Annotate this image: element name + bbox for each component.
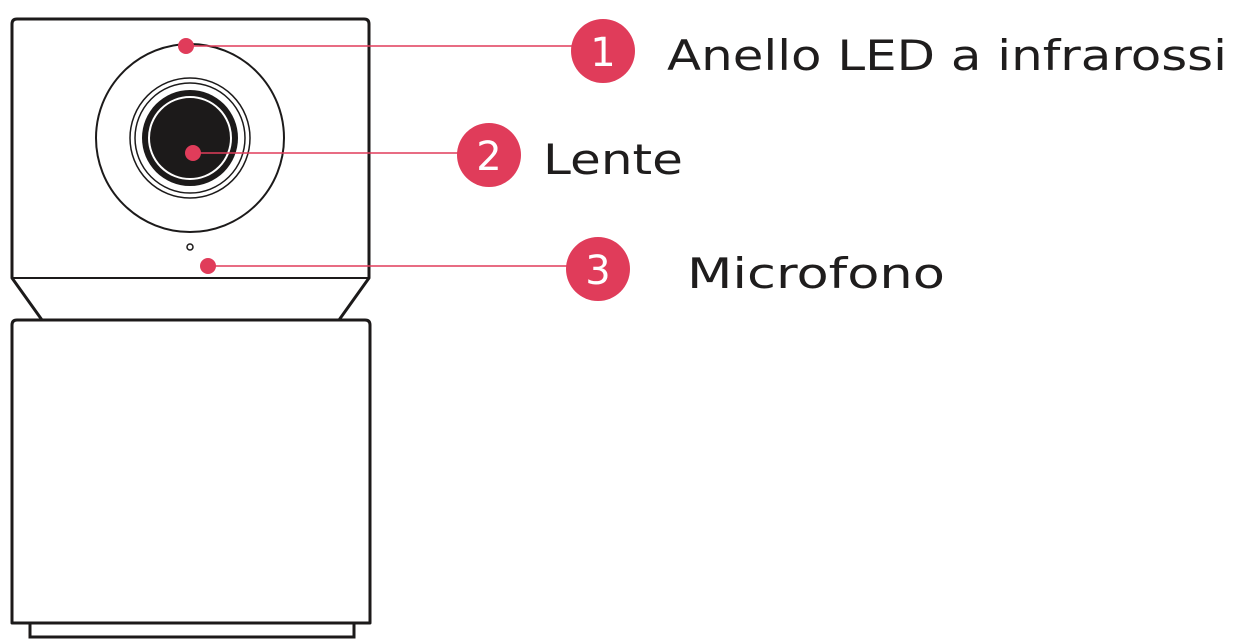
- callout-2-label: Lente: [543, 135, 683, 184]
- lens-inner-highlight: [148, 96, 232, 180]
- callout-2-anchor-dot: [185, 145, 201, 161]
- microphone-hole: [186, 243, 194, 251]
- callout-1-badge: [571, 19, 635, 83]
- camera-base: [10, 318, 372, 625]
- callout-1-label: Anello LED a infrarossi: [667, 31, 1227, 80]
- callout-1-number: 1: [590, 30, 615, 76]
- callout-1-anchor-dot: [178, 38, 194, 54]
- callout-2-number: 2: [476, 134, 501, 180]
- callout-3-badge: [566, 237, 630, 301]
- lens-glass: [142, 90, 238, 186]
- callout-2-badge: [457, 123, 521, 187]
- callout-3-label: Microfono: [687, 249, 945, 298]
- callout-3-anchor-dot: [200, 258, 216, 274]
- callout-3-number: 3: [585, 248, 610, 294]
- base-foot: [28, 621, 356, 639]
